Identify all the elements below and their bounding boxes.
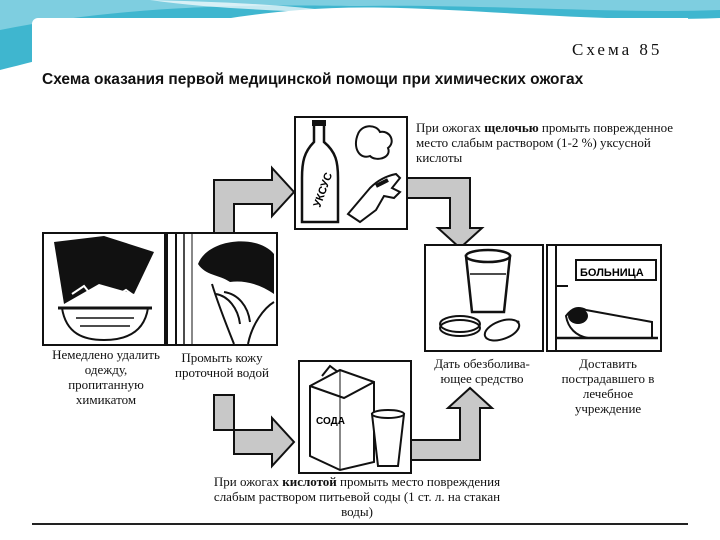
- page-title: Схема оказания первой медицинской помощи…: [42, 71, 583, 89]
- bottom-divider: [32, 523, 688, 525]
- alkali-text-before: При ожогах: [416, 120, 484, 135]
- hospital-bed-icon: БОЛЬНИЦА: [548, 246, 660, 350]
- arrow-to-acid: [214, 395, 294, 466]
- arrow-to-alkali: [214, 168, 294, 240]
- acid-instruction: При ожогах кислотой промыть место повреж…: [212, 474, 502, 519]
- step-remove-clothes: Немедлено удалить одежду, пропитанную хи…: [46, 347, 166, 407]
- soda-box-icon: СОДА: [300, 362, 410, 472]
- vinegar-bottle-icon: УКСУС: [296, 118, 406, 228]
- alkali-keyword: щелочью: [484, 120, 538, 135]
- basin-clothes-icon: [44, 234, 164, 344]
- acid-text-before: При ожогах: [214, 474, 282, 489]
- panel-remove-clothes: [42, 232, 166, 346]
- face-wash-icon: [168, 234, 276, 344]
- svg-text:СОДА: СОДА: [316, 416, 345, 427]
- acid-keyword: кислотой: [282, 474, 337, 489]
- step-rinse: Промыть кожу проточной водой: [172, 350, 272, 380]
- step-painkiller: Дать обезболива- ющее средство: [424, 356, 540, 386]
- arrow-alkali-to-pain: [406, 178, 482, 248]
- panel-acid: СОДА: [298, 360, 412, 474]
- svg-text:БОЛЬНИЦА: БОЛЬНИЦА: [580, 267, 644, 279]
- panel-painkiller: [424, 244, 544, 352]
- alkali-instruction: При ожогах щелочью промыть поврежденное …: [416, 120, 678, 165]
- panel-hospital: БОЛЬНИЦА: [546, 244, 662, 352]
- scheme-number: Схема 85: [572, 40, 662, 60]
- panel-alkali: УКСУС: [294, 116, 408, 230]
- panel-rinse: [166, 232, 278, 346]
- pills-glass-icon: [426, 246, 542, 350]
- arrow-acid-to-pain: [410, 388, 492, 460]
- step-hospital: Доставить пострадавшего в лечебное учреж…: [556, 356, 660, 416]
